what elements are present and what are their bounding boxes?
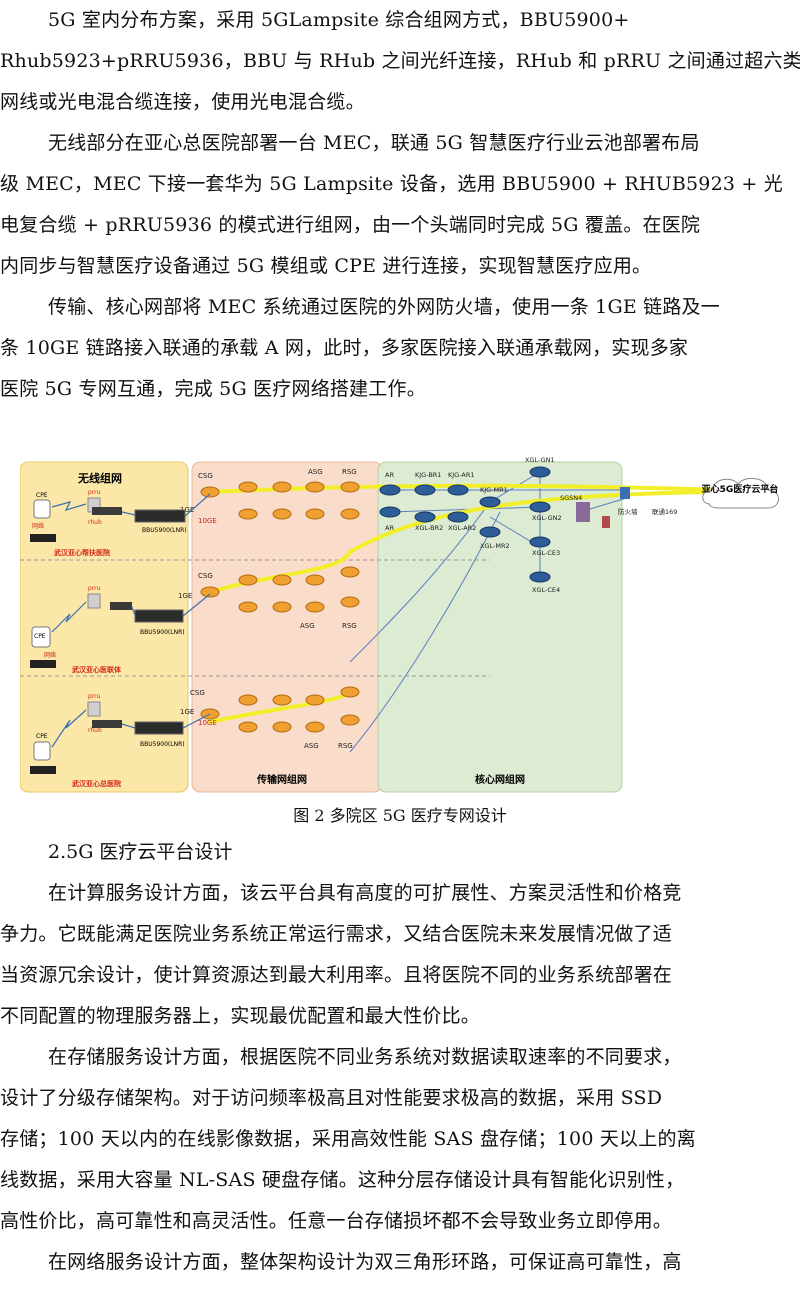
svg-text:RSG: RSG bbox=[342, 622, 357, 630]
sgsn-device bbox=[576, 502, 590, 522]
text-line: 5G 室内分布方案，采用 5GLampsite 综合组网方式，BBU5900+ bbox=[48, 9, 630, 31]
svg-text:ASG: ASG bbox=[308, 468, 323, 476]
text-line: 网线或光电混合缆连接，使用光电混合缆。 bbox=[0, 91, 365, 113]
text-line: 线数据，采用大容量 NL-SAS 硬盘存储。这种分层存储设计具有智能化识别性， bbox=[0, 1169, 685, 1191]
svg-text:AR: AR bbox=[385, 524, 394, 532]
core-zone bbox=[377, 461, 623, 793]
figure-caption: 图 2 多院区 5G 医疗专网设计 bbox=[293, 806, 507, 825]
text-line: 在计算服务设计方面，该云平台具有高度的可扩展性、方案灵活性和价格竞 bbox=[48, 882, 682, 904]
hospital-label: 武汉亚心帮扶医院 bbox=[54, 548, 110, 557]
core-routers bbox=[379, 466, 551, 583]
firewall-device bbox=[602, 516, 610, 528]
svg-text:CPE: CPE bbox=[34, 633, 46, 640]
svg-text:BBU5900(LNR): BBU5900(LNR) bbox=[142, 527, 187, 534]
svg-text:防火墙: 防火墙 bbox=[618, 507, 638, 516]
text-line: 存储；100 天以内的在线影像数据，采用高效性能 SAS 盘存储；100 天以上… bbox=[0, 1128, 696, 1150]
text-line: 设计了分级存储架构。对于访问频率极高且对性能要求极高的数据，采用 SSD bbox=[0, 1087, 663, 1109]
zone-label-wireless: 无线组网 bbox=[77, 471, 122, 485]
svg-text:CSG: CSG bbox=[198, 472, 213, 480]
text-line: 内同步与智慧医疗设备通过 5G 模组或 CPE 进行连接，实现智慧医疗应用。 bbox=[0, 255, 652, 277]
svg-text:1GE: 1GE bbox=[180, 506, 194, 514]
svg-text:CPE: CPE bbox=[36, 733, 48, 740]
svg-text:XGL-MR2: XGL-MR2 bbox=[480, 542, 510, 550]
svg-text:rhub: rhub bbox=[88, 519, 102, 526]
svg-text:XGL-CE3: XGL-CE3 bbox=[532, 549, 560, 557]
svg-text:prru: prru bbox=[88, 585, 101, 592]
paragraph-5g-indoor: 5G 室内分布方案，采用 5GLampsite 综合组网方式，BBU5900+ … bbox=[0, 0, 800, 123]
paragraph-network: 在网络服务设计方面，整体架构设计为双三角形环路，可保证高可靠性，高 bbox=[0, 1242, 800, 1283]
text-line: 条 10GE 链路接入联通的承载 A 网，此时，多家医院接入联通承载网，实现多家 bbox=[0, 337, 689, 359]
svg-text:CSG: CSG bbox=[198, 572, 213, 580]
svg-text:XGL-AR2: XGL-AR2 bbox=[448, 524, 476, 532]
svg-text:prru: prru bbox=[88, 489, 101, 496]
svg-text:SGSN4: SGSN4 bbox=[560, 494, 582, 502]
hospital-label: 武汉亚心医联体 bbox=[72, 665, 122, 674]
network-diagram: 无线组网 传输网组网 核心网组网 bbox=[19, 456, 779, 793]
svg-text:ASG: ASG bbox=[304, 742, 319, 750]
svg-text:10GE: 10GE bbox=[198, 517, 217, 525]
text-line: 争力。它既能满足医院业务系统正常运行需求，又结合医院未来发展情况做了适 bbox=[0, 923, 673, 945]
svg-text:XGL-GN2: XGL-GN2 bbox=[532, 514, 562, 522]
svg-text:KJG-BR1: KJG-BR1 bbox=[415, 471, 441, 479]
cloud-label: 亚心5G医疗云平台 bbox=[702, 483, 779, 495]
zone-label-core: 核心网组网 bbox=[475, 773, 525, 786]
transport-labels: CSG ASG RSG CSG ASG RSG CSG ASG RSG 1GE … bbox=[178, 468, 357, 750]
svg-text:10GE: 10GE bbox=[198, 719, 217, 727]
svg-text:BBU5900(LNR): BBU5900(LNR) bbox=[140, 741, 185, 748]
svg-text:网络: 网络 bbox=[32, 522, 44, 530]
svg-text:XGL-CE4: XGL-CE4 bbox=[532, 586, 560, 594]
svg-text:RSG: RSG bbox=[342, 468, 357, 476]
svg-text:CSG: CSG bbox=[190, 689, 205, 697]
hospital-label: 武汉亚心总医院 bbox=[72, 779, 121, 788]
text-line: 电复合缆 + pRRU5936 的模式进行组网，由一个头端同时完成 5G 覆盖。… bbox=[0, 214, 701, 236]
svg-text:KJG-AR1: KJG-AR1 bbox=[448, 471, 475, 479]
core-labels: AR KJG-BR1 KJG-AR1 KJG-MR1 XGL-GN1 AR XG… bbox=[385, 456, 677, 594]
text-line: 传输、核心网部将 MEC 系统通过医院的外网防火墙，使用一条 1GE 链路及一 bbox=[48, 296, 720, 318]
wireless-site-1: CPE 网络 prru rhub BBU5900(LNR) 武汉亚心帮扶医院 bbox=[30, 489, 187, 557]
svg-text:rhub: rhub bbox=[88, 727, 102, 734]
text-line: 医院 5G 专网互通，完成 5G 医疗网络搭建工作。 bbox=[0, 378, 426, 400]
paragraph-transport-core: 传输、核心网部将 MEC 系统通过医院的外网防火墙，使用一条 1GE 链路及一 … bbox=[0, 287, 800, 410]
transport-routers bbox=[200, 481, 360, 733]
network-diagram-figure: 无线组网 传输网组网 核心网组网 bbox=[19, 452, 800, 797]
text-line: 不同配置的物理服务器上，实现最优配置和最大性价比。 bbox=[0, 1005, 481, 1027]
svg-text:BBU5900(LNR): BBU5900(LNR) bbox=[140, 629, 185, 636]
text-line: 无线部分在亚心总医院部署一台 MEC，联通 5G 智慧医疗行业云池部署布局 bbox=[48, 132, 700, 154]
text-line: Rhub5923+pRRU5936，BBU 与 RHub 之间光纤连接，RHub… bbox=[0, 50, 800, 72]
svg-text:网络: 网络 bbox=[44, 651, 56, 659]
text-line: 在存储服务设计方面，根据医院不同业务系统对数据读取速率的不同要求， bbox=[48, 1046, 682, 1068]
wireless-site-3: CPE prru rhub BBU5900(LNR) 武汉亚心总医院 bbox=[30, 693, 185, 788]
svg-text:prru: prru bbox=[88, 693, 101, 700]
section-heading: 2.5G 医疗云平台设计 bbox=[48, 841, 233, 863]
paragraph-wireless-mec: 无线部分在亚心总医院部署一台 MEC，联通 5G 智慧医疗行业云池部署布局 级 … bbox=[0, 123, 800, 287]
wireless-site-2: CPE 网络 prru BBU5900(LNR) 武汉亚心医联体 bbox=[30, 585, 185, 674]
svg-text:AR: AR bbox=[385, 471, 394, 479]
wireless-links bbox=[51, 493, 211, 748]
paragraph-compute: 在计算服务设计方面，该云平台具有高度的可扩展性、方案灵活性和价格竞 争力。它既能… bbox=[0, 873, 800, 1037]
svg-text:XGL-BR2: XGL-BR2 bbox=[415, 524, 443, 532]
svg-text:XGL-GN1: XGL-GN1 bbox=[525, 456, 555, 464]
svg-text:CPE: CPE bbox=[36, 492, 48, 499]
svg-text:RSG: RSG bbox=[338, 742, 353, 750]
svg-text:1GE: 1GE bbox=[180, 708, 194, 716]
firewall-device bbox=[620, 487, 630, 499]
svg-text:1GE: 1GE bbox=[178, 592, 192, 600]
text-line: 级 MEC，MEC 下接一套华为 5G Lampsite 设备，选用 BBU59… bbox=[0, 173, 783, 195]
svg-text:联通169: 联通169 bbox=[652, 507, 677, 516]
svg-text:KJG-MR1: KJG-MR1 bbox=[480, 486, 508, 494]
zone-label-transport: 传输网组网 bbox=[256, 773, 307, 786]
paragraph-storage: 在存储服务设计方面，根据医院不同业务系统对数据读取速率的不同要求， 设计了分级存… bbox=[0, 1037, 800, 1242]
text-line: 在网络服务设计方面，整体架构设计为双三角形环路，可保证高可靠性，高 bbox=[48, 1251, 682, 1273]
svg-text:ASG: ASG bbox=[300, 622, 315, 630]
wireless-zone bbox=[19, 461, 189, 793]
text-line: 高性价比，高可靠性和高灵活性。任意一台存储损坏都不会导致业务立即停用。 bbox=[0, 1210, 673, 1232]
cloud-icon bbox=[702, 477, 779, 509]
text-line: 当资源冗余设计，使计算资源达到最大利用率。且将医院不同的业务系统部署在 bbox=[0, 964, 673, 986]
